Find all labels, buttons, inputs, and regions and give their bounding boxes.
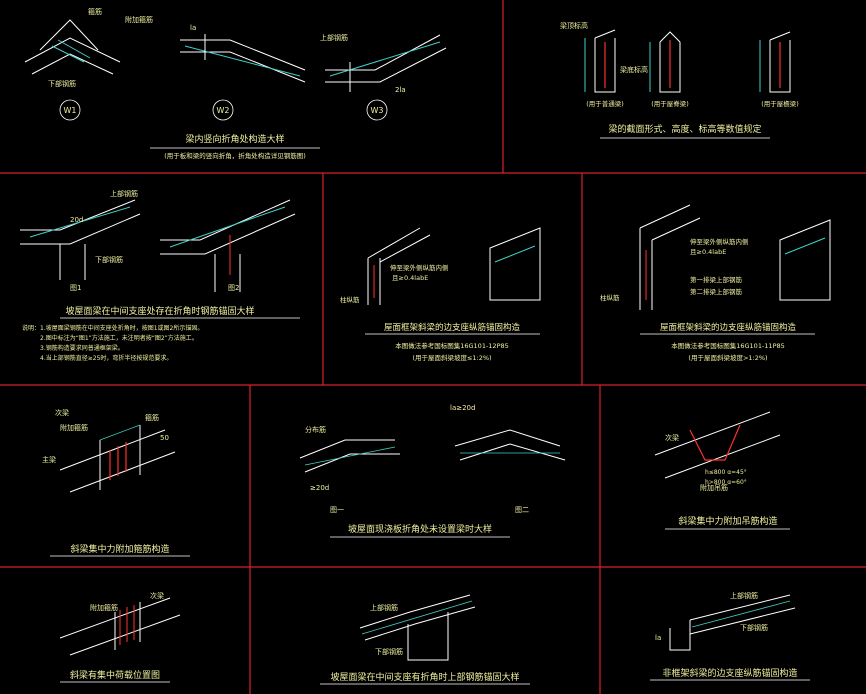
p8-title: 斜梁集中力附加吊筋构造 (678, 515, 777, 527)
p1-note-2la: 2la (395, 86, 406, 94)
w3-label: W3 (371, 106, 384, 115)
p3-fig1: 图1 (70, 284, 81, 292)
panel-non-frame-inclined-beam: 上部钢筋 下部钢筋 la 非框架斜梁的边支座纵筋锚固构造 (650, 591, 810, 681)
panel-cast-slab-bend: 图一 图二 la≥20d 分布筋 ≥20d 坡屋面现浇板折角处未设置梁时大样 (299, 404, 566, 538)
p1-subtitle: (用于板和梁的竖向折角，折角处构造详见钢筋图) (164, 151, 306, 160)
p10-title: 坡屋面梁在中间支座有折角时上部钢筋锚固大样 (330, 671, 519, 683)
p5-label-5: 柱纵筋 (600, 293, 620, 302)
p7-fig1: 图一 (330, 506, 344, 514)
p4-subtitle2: (用于屋面斜梁坡度≤1:2%) (412, 353, 491, 362)
panel-mid-support-top-bar: 上部钢筋 下部钢筋 坡屋面梁在中间支座有折角时上部钢筋锚固大样 (320, 594, 530, 685)
p9-secondary: 次梁 (150, 591, 164, 600)
p4-label-2: 且≥0.4labE (392, 274, 428, 282)
p7-la: la≥20d (450, 404, 475, 412)
panel-inclined-beam-extra-stirrup: 次梁 主梁 附加箍筋 箍筋 50 斜梁集中力附加箍筋构造 (42, 408, 190, 557)
p5-subtitle: 本图做法参考国标图集16G101-11P85 (671, 341, 785, 350)
p3-top-bar: 上部钢筋 (110, 189, 138, 198)
p4-title: 屋面框架斜梁的边支座纵筋锚固构造 (384, 322, 521, 333)
p4-subtitle: 本图做法参考国标图集16G101-12P85 (395, 341, 509, 350)
w2-label: W2 (217, 106, 230, 115)
p4-label-3: 柱纵筋 (340, 295, 360, 304)
p3-note-1: 说明：1.坡屋面梁钢筋在中间支座处折角时，按图1或图2所示锚固。 (22, 324, 203, 332)
panel-beam-vertical-bend: W1 W2 W3 箍筋 附加箍筋 上部钢筋 下部钢筋 la 2la 梁内竖向折角… (24, 7, 447, 160)
p3-title: 坡屋面梁在中间支座处存在折角时钢筋锚固大样 (65, 305, 254, 317)
p5-label-2: 且≥0.4labE (690, 248, 726, 256)
p3-20d: 20d (70, 216, 83, 224)
p3-bottom-bar: 下部钢筋 (95, 255, 123, 264)
p6-main-beam: 主梁 (42, 455, 56, 464)
w1-label: W1 (64, 106, 77, 115)
p10-top-bar: 上部钢筋 (370, 603, 398, 612)
panel-inclined-beam-hanger: 次梁 附加吊筋 h≤800 α=45° h>800 α=60° 斜梁集中力附加吊… (654, 411, 790, 530)
p5-subtitle2: (用于屋面斜梁坡度>1:2%) (688, 353, 767, 362)
p11-top-bar: 上部钢筋 (730, 591, 758, 600)
p1-note-extra-stirrup: 附加箍筋 (125, 15, 153, 24)
p5-label-1: 伸至梁外侧纵筋内侧 (690, 237, 749, 246)
p3-note-4: 4.当上部钢筋直径≥25时，弯折半径按规范要求。 (40, 354, 172, 362)
p3-fig2: 图2 (228, 284, 239, 292)
p7-fig2: 图二 (515, 506, 529, 514)
p6-50: 50 (160, 434, 169, 442)
p5-label-3: 第一排梁上部钢筋 (690, 275, 743, 284)
p2-eave-beam: (用于屋檐梁) (761, 99, 799, 108)
p6-secondary-beam: 次梁 (55, 408, 69, 417)
p2-label-top-elev: 梁顶标高 (560, 21, 588, 30)
p1-note-top-bar: 上部钢筋 (320, 33, 348, 42)
p8-h2: h>800 α=60° (705, 479, 747, 486)
p7-title: 坡屋面现浇板折角处未设置梁时大样 (348, 523, 492, 535)
p2-normal-beam: (用于普通梁) (586, 99, 624, 108)
p1-note-la: la (190, 24, 196, 32)
p1-title: 梁内竖向折角处构造大样 (185, 133, 284, 145)
panel-roof-frame-beam-edge-2: 伸至梁外侧纵筋内侧 且≥0.4labE 第一排梁上部钢筋 第二排梁上部钢筋 柱纵… (600, 204, 831, 362)
p8-hanger: 附加吊筋 (700, 483, 728, 492)
p8-secondary-beam: 次梁 (665, 433, 679, 442)
p9-title: 斜梁有集中荷载位置图 (70, 669, 160, 681)
p2-title: 梁的截面形式、高度、标高等数值规定 (608, 123, 761, 135)
panel-beam-section-forms: 梁顶标高 梁底标高 (用于普通梁) (用于屋脊梁) (用于屋檐梁) 梁的截面形式… (560, 21, 799, 139)
p1-note-bottom-bar: 下部钢筋 (48, 79, 76, 88)
p6-title: 斜梁集中力附加箍筋构造 (70, 543, 169, 555)
p7-dist: 分布筋 (305, 425, 326, 434)
p3-note-2: 2.图中标注为“图1”方法施工，未注明者按“图2”方法施工。 (40, 334, 198, 342)
p3-note-3: 3.钢筋构造要求同普通框架梁。 (40, 344, 124, 352)
p11-bottom-bar: 下部钢筋 (740, 623, 768, 632)
p5-label-4: 第二排梁上部钢筋 (690, 287, 743, 296)
p5-title: 屋面框架斜梁的边支座纵筋锚固构造 (660, 322, 797, 333)
p11-la: la (655, 634, 661, 642)
p4-label-1: 伸至梁外侧纵筋内侧 (390, 263, 449, 272)
p9-extra-stirrup: 附加箍筋 (90, 603, 118, 612)
p11-title: 非框架斜梁的边支座纵筋锚固构造 (662, 667, 797, 679)
panel-slope-roof-beam-mid-support: 上部钢筋 下部钢筋 20d 图1 图2 坡屋面梁在中间支座处存在折角时钢筋锚固大… (20, 189, 300, 362)
panel-inclined-beam-load-position: 附加箍筋 次梁 斜梁有集中荷载位置图 (59, 591, 181, 683)
p8-h1: h≤800 α=45° (705, 469, 747, 476)
p6-extra-stirrup: 附加箍筋 (60, 423, 88, 432)
panel-roof-frame-beam-edge-1: 伸至梁外侧纵筋内侧 且≥0.4labE 柱纵筋 屋面框架斜梁的边支座纵筋锚固构造… (340, 227, 541, 362)
p2-ridge-beam: (用于屋脊梁) (651, 99, 689, 108)
p10-bottom-bar: 下部钢筋 (375, 647, 403, 656)
p7-20d: ≥20d (310, 484, 329, 492)
p2-label-bottom-elev: 梁底标高 (620, 65, 648, 74)
p1-note-stirrup: 箍筋 (88, 7, 102, 16)
p6-stirrup: 箍筋 (145, 413, 159, 422)
